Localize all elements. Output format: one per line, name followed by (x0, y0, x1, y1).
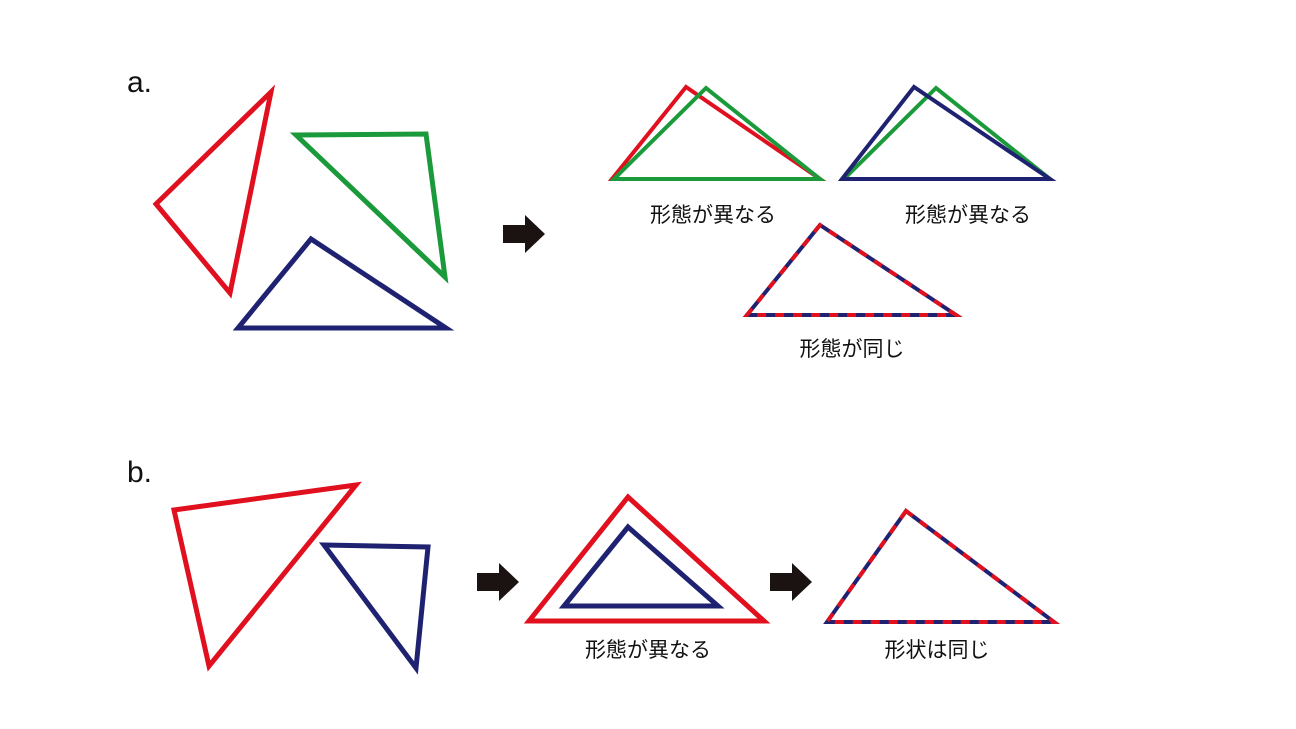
panel-a-same-red-triangle (742, 222, 963, 317)
panel-a-red-triangle (152, 84, 276, 299)
panel-a-compare-navy-triangle (837, 84, 1057, 181)
panel-b-caption-nested: 形態が異なる (585, 638, 711, 662)
panel-a-caption-red-green: 形態が異なる (650, 203, 776, 227)
panel-b-red-triangle (170, 481, 362, 672)
panel-b-nested-inner-navy-triangle (558, 523, 725, 609)
panel-b-nested-outer-red-triangle (523, 493, 771, 624)
panel-a-caption-same: 形態が同じ (800, 337, 905, 361)
panel-b-same-navy-triangle (823, 508, 1060, 624)
arrow-right-icon (477, 563, 519, 601)
arrow-right-icon (503, 215, 545, 253)
panel-b-caption-same-shape: 形状は同じ (885, 638, 990, 662)
panel-a-caption-navy-green: 形態が異なる (905, 203, 1031, 227)
panel-b-label: b. (127, 456, 152, 489)
panel-a-compare-green-triangle-2 (839, 85, 1056, 181)
panel-a-label: a. (127, 66, 152, 99)
panel-b-same-red-triangle (823, 508, 1060, 624)
arrow-right-icon (770, 563, 812, 601)
panel-a-green-triangle (289, 131, 449, 284)
panel-a-navy-triangle (232, 235, 455, 331)
panel-b-navy-triangle (318, 542, 431, 675)
panel-a-compare-red-triangle (607, 84, 827, 181)
panel-a-compare-green-triangle (609, 85, 826, 181)
panel-a-same-navy-triangle (742, 222, 963, 317)
